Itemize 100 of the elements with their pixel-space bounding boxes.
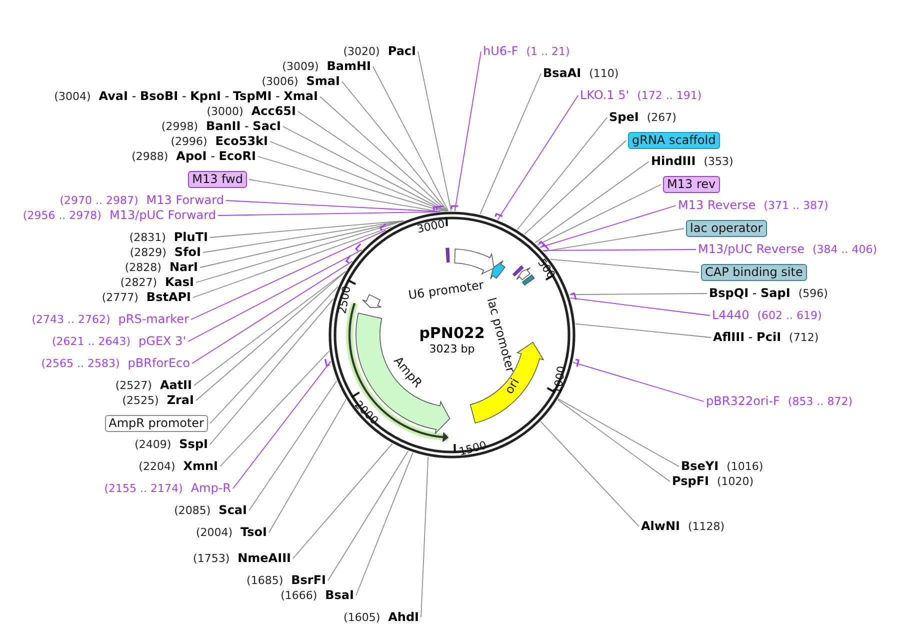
leader-line (192, 260, 353, 364)
primer-name: pRS-marker (118, 312, 189, 327)
leader-line (258, 156, 444, 212)
leader-line (190, 230, 386, 320)
primer-range: (371 .. 387) (764, 198, 828, 213)
enzyme-name: BamHI (326, 59, 371, 74)
enzyme-name: TsoI (240, 525, 267, 540)
cut-site-position: (353) (704, 154, 734, 169)
cut-site-position: (1020) (716, 474, 754, 489)
leader-line (268, 398, 346, 533)
leader-line (226, 200, 441, 212)
cut-site-position: (2998) (161, 119, 198, 134)
primer-name: L4440 (712, 308, 750, 323)
cut-site-position: (2988) (132, 149, 168, 164)
leader-line (248, 380, 338, 511)
cut-site-position: (3004) (54, 89, 91, 104)
leader-line (202, 220, 404, 253)
leader-line (570, 297, 710, 316)
cut-site-position: (2409) (134, 437, 172, 452)
cut-site-position: (712) (789, 330, 819, 345)
feature-label: U6 promoter (407, 278, 485, 302)
leader-line (542, 249, 696, 251)
leader-line (568, 293, 708, 296)
cut-site-position: (3000) (206, 104, 244, 119)
leader-line (572, 362, 704, 402)
primer-range: (602 .. 619) (757, 308, 822, 323)
primer-range: (2565 .. 2583) (41, 356, 120, 371)
enzyme-name: ScaI (218, 503, 247, 518)
enzyme-name: SfoI (174, 245, 201, 260)
scale-number: 3000 (416, 218, 446, 236)
primer-range: (2155 .. 2174) (104, 481, 183, 496)
enzyme-name: PluTI (174, 230, 208, 245)
leader-line (220, 350, 330, 467)
leader-line (539, 205, 676, 248)
feature-label: gRNA scaffold (628, 132, 720, 149)
enzyme-name: AflIII - PciI (713, 330, 782, 345)
primer-name: Amp-R (190, 481, 231, 496)
enzyme-name: BstAPI (146, 290, 191, 305)
enzyme-name: HindIII (651, 154, 696, 169)
enzyme-name: Eco53kI (215, 134, 268, 149)
leader-line (516, 117, 608, 230)
primer-name: LKO.1 5' (580, 88, 630, 103)
enzyme-name: BsaI (325, 588, 354, 603)
leader-line (524, 140, 626, 235)
leader-line (232, 360, 332, 489)
enzyme-name: SpeI (609, 110, 639, 125)
leader-line (210, 220, 404, 238)
enzyme-name: PspFI (672, 474, 709, 489)
primer-range: (2743 .. 2762) (32, 312, 110, 327)
leader-line (210, 286, 338, 424)
cut-site-position: (596) (798, 286, 828, 301)
cut-site-position: (2827) (120, 275, 157, 290)
primer-range: (1 .. 21) (526, 44, 570, 59)
leader-line (454, 51, 482, 212)
enzyme-name: NarI (169, 260, 198, 275)
enzyme-name: BsaAI (543, 66, 582, 81)
leader-line (480, 73, 542, 215)
leader-line (418, 51, 452, 212)
cut-site-position: (3009) (282, 59, 319, 74)
feature-label: M13 rev (663, 176, 720, 193)
cut-site-position: (2085) (174, 503, 211, 518)
primer-name: pBRforEco (128, 356, 190, 371)
cut-site-position: (1128) (688, 519, 725, 534)
cut-site-position: (1753) (193, 551, 230, 566)
leader-line (550, 258, 700, 273)
cut-site-position: (1605) (344, 610, 380, 625)
enzyme-name: AlwNI (641, 519, 680, 534)
leader-line (420, 456, 429, 618)
enzyme-name: PacI (388, 44, 416, 59)
plasmid-size: 3023 bp (429, 342, 475, 356)
cut-site-position: (2525) (122, 393, 159, 408)
feature-label: lac operator (686, 220, 767, 237)
enzyme-name: ZraI (166, 393, 194, 408)
leader-line (200, 220, 404, 268)
scale-number: 1000 (552, 365, 568, 395)
leader-line (540, 421, 640, 527)
enzyme-name: XmnI (183, 459, 218, 474)
primer-name: M13 Reverse (678, 198, 756, 213)
leader-line (536, 184, 662, 246)
leader-line (575, 323, 712, 338)
leader-line (192, 226, 392, 298)
cut-site-position: (2777) (102, 290, 138, 305)
cut-site-position: (2527) (115, 378, 152, 393)
leader-line (298, 111, 447, 212)
feature-label: CAP binding site (701, 264, 807, 281)
enzyme-name: AhdI (388, 610, 419, 625)
enzyme-name: BsrFI (291, 573, 326, 588)
leader-line (328, 450, 409, 581)
primer-name: M13 Forward (146, 193, 224, 208)
primer-range: (2956 .. 2978) (22, 208, 102, 223)
enzyme-name: AvaI - BsoBI - KpnI - TspMI - XmaI (98, 89, 318, 104)
primer-name: pBR322ori-F (706, 394, 780, 409)
cut-site-position: (1685) (246, 573, 284, 588)
cut-site-position: (2996) (170, 134, 208, 149)
leader-line (196, 220, 404, 283)
leader-line (210, 298, 334, 445)
cut-site-position: (2004) (196, 525, 233, 540)
scale-number: 2500 (336, 285, 354, 315)
leader-line (342, 81, 448, 212)
feature-label: AmpR promoter (104, 415, 208, 432)
